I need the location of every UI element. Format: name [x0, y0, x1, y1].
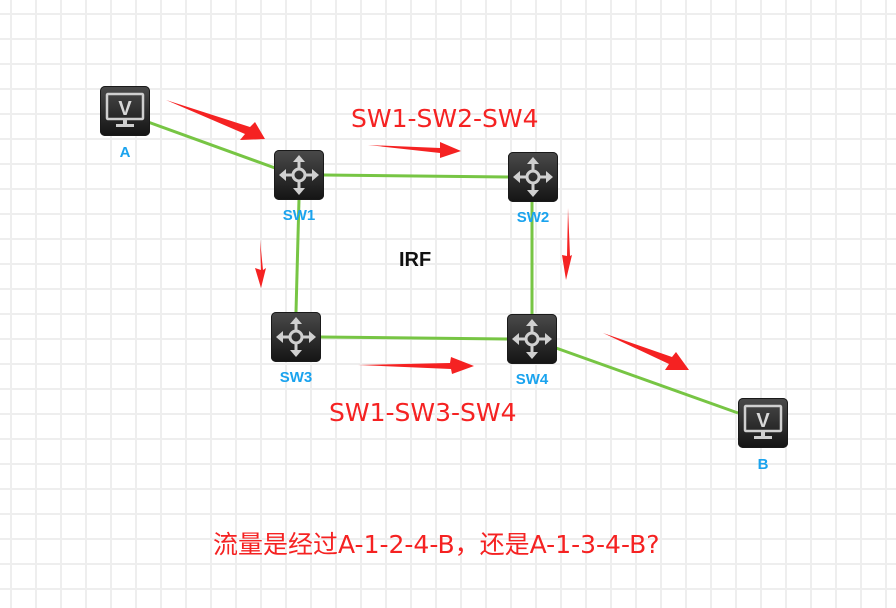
host-b-label: B [757, 456, 769, 473]
irf-label: IRF [399, 249, 432, 271]
flow-arrows [166, 100, 689, 374]
link-sw4-b [555, 346, 739, 415]
sw1-switch-icon[interactable] [274, 150, 324, 200]
sw1-label: SW1 [282, 207, 316, 224]
sw2-switch-icon[interactable] [508, 152, 558, 202]
link-sw1-sw3 [294, 198, 301, 313]
arrow-sw1-to-sw2 [368, 142, 461, 158]
sw4-label: SW4 [515, 371, 549, 388]
sw4-switch-icon[interactable] [507, 314, 557, 364]
arrow-sw2-to-sw4 [562, 208, 572, 280]
upper-path-label: SW1-SW2-SW4 [351, 104, 539, 133]
svg-text:V: V [756, 410, 770, 432]
link-sw3-sw4 [320, 335, 508, 341]
sw2-label: SW2 [516, 209, 550, 226]
sw3-switch-icon[interactable] [271, 312, 321, 362]
question-text: 流量是经过A-1-2-4-B，还是A-1-3-4-B? [213, 530, 660, 559]
arrow-sw3-to-sw4 [358, 357, 474, 374]
links [147, 120, 739, 415]
host-b-icon[interactable]: V [738, 398, 788, 448]
arrow-sw4-to-b [603, 333, 689, 370]
sw3-label: SW3 [279, 369, 313, 386]
link-a-sw1 [147, 120, 276, 170]
lower-path-label: SW1-SW3-SW4 [329, 398, 517, 427]
arrow-sw1-to-sw3 [255, 240, 266, 288]
svg-text:V: V [118, 98, 132, 120]
arrow-a-to-sw1 [166, 100, 265, 140]
link-sw1-sw2 [323, 173, 509, 179]
host-a-icon[interactable]: V [100, 86, 150, 136]
host-a-label: A [119, 144, 131, 161]
